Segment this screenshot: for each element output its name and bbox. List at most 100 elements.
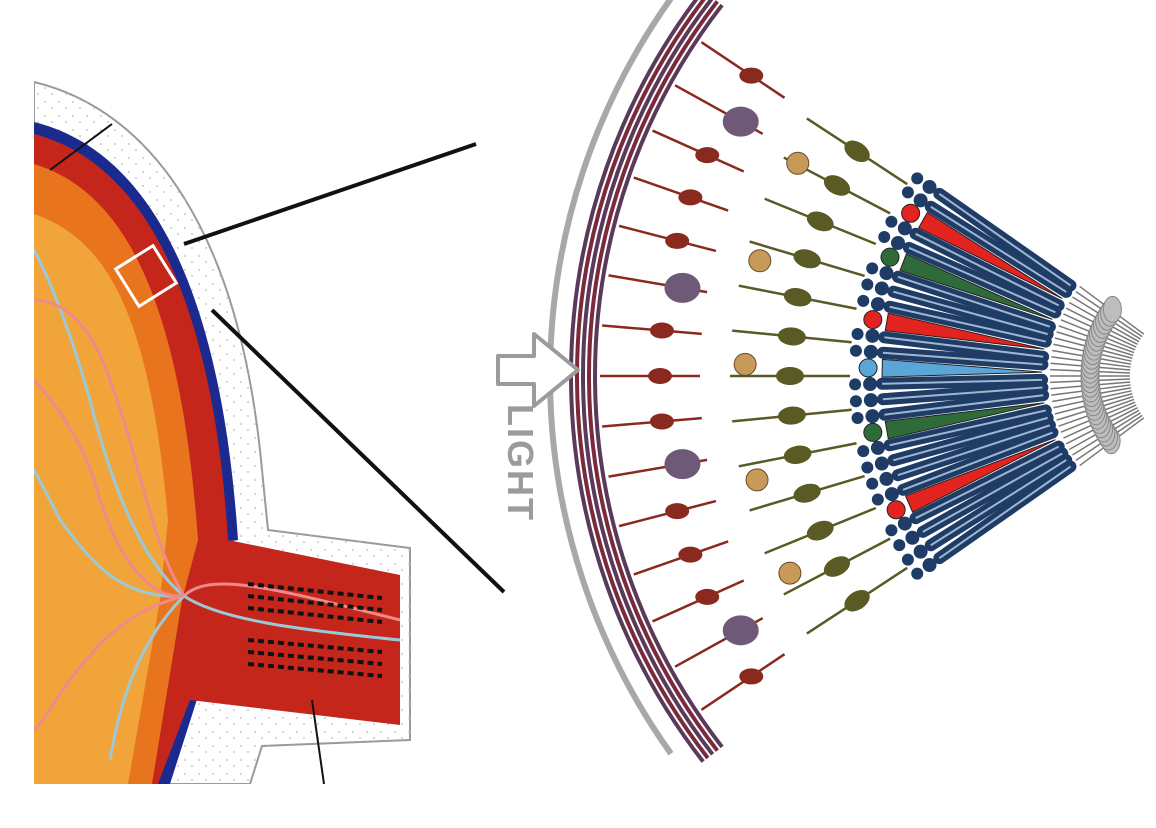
nerve-fiber-layer — [575, 0, 710, 760]
rod-highlight — [938, 465, 1072, 559]
rod-highlight — [915, 232, 1060, 307]
rod-nucleus — [865, 328, 880, 343]
retinal-vessels — [34, 249, 401, 761]
rod-nucleus — [905, 530, 920, 545]
light-arrow-icon — [496, 332, 580, 408]
bipolar-cell — [823, 556, 851, 577]
light-label: LIGHT — [500, 404, 541, 522]
rod-synapse — [849, 378, 862, 391]
bipolar-ganglion-cell — [665, 232, 690, 249]
rod-nucleus — [863, 393, 878, 408]
ganglion-cell — [664, 272, 701, 303]
rod-synapse — [861, 278, 874, 291]
amacrine-cell — [745, 468, 769, 492]
rod-highlight — [893, 290, 1048, 336]
rod-synapse — [893, 539, 906, 552]
rod-synapse — [851, 411, 864, 424]
light-direction-indicator: LIGHT — [496, 332, 580, 522]
rod-nucleus — [865, 409, 880, 424]
ganglion-cell — [664, 449, 701, 480]
rod-synapse — [885, 215, 898, 228]
rod-highlight — [897, 275, 1051, 328]
rod-nucleus — [897, 221, 912, 236]
zoom-connector-top — [183, 142, 477, 246]
rod-highlight — [902, 431, 1053, 491]
rod-nucleus — [863, 377, 878, 392]
rod-synapse — [866, 262, 879, 275]
rod-highlight — [930, 459, 1067, 547]
rod-nucleus — [879, 471, 894, 486]
rod-nucleus — [863, 344, 878, 359]
rod-highlight — [882, 378, 1043, 385]
rod-synapse — [849, 395, 862, 408]
rod-highlight — [889, 409, 1047, 447]
bipolar-cell — [777, 406, 806, 425]
amacrine-cell — [733, 352, 757, 376]
cone-cell — [884, 312, 1045, 350]
bipolar-ganglion-cell — [678, 189, 703, 206]
bipolar-ganglion-cell — [665, 503, 690, 520]
cone-nucleus — [880, 247, 900, 267]
cone-cell — [884, 402, 1045, 440]
rod-synapse — [911, 172, 924, 185]
rod-highlight — [884, 394, 1044, 416]
rod-synapse — [857, 445, 870, 458]
rod-highlight — [882, 351, 1043, 366]
rod-synapse — [878, 230, 891, 243]
bipolar-ganglion-cell — [739, 67, 764, 84]
bipolar-cell — [783, 445, 812, 465]
rod-nucleus — [874, 456, 889, 471]
cone-cell — [917, 211, 1063, 299]
rod-synapse — [871, 493, 884, 506]
rod-highlight — [889, 305, 1047, 343]
eye-cross-section — [34, 80, 411, 784]
cone-nucleus — [863, 310, 883, 330]
rod-highlight — [897, 424, 1051, 477]
rod-nucleus — [897, 516, 912, 531]
optic-nerve-fibers — [247, 582, 383, 678]
retina-detail-box — [113, 243, 179, 309]
bipolar-cell — [793, 483, 821, 503]
bipolar-ganglion-cell — [649, 322, 674, 339]
bipolar-cell — [777, 327, 806, 346]
amacrine-cell — [778, 561, 802, 585]
cone-nucleus — [901, 203, 921, 223]
bipolar-ganglion-cell — [695, 147, 720, 164]
rod-highlight — [922, 452, 1063, 533]
rod-highlight — [884, 336, 1044, 358]
bipolar-ganglion-cell — [649, 413, 674, 430]
rod-nucleus — [922, 179, 937, 194]
rod-nucleus — [879, 266, 894, 281]
rod-nucleus — [913, 193, 928, 208]
zoom-connector-bottom — [210, 308, 506, 594]
rod-synapse — [861, 461, 874, 474]
cone-cell — [881, 358, 1043, 378]
bipolar-cell — [844, 589, 870, 612]
rod-synapse — [851, 328, 864, 341]
cone-nucleus — [886, 500, 906, 520]
rod-highlight — [930, 205, 1067, 293]
rod-highlight — [893, 416, 1048, 462]
bipolar-ganglion-cell — [695, 588, 720, 605]
bipolar-ganglion-cell — [739, 668, 764, 685]
bipolar-ganglion-cell — [648, 368, 672, 384]
rod-highlight — [938, 193, 1072, 287]
rod-nucleus — [870, 297, 885, 312]
rod-highlight — [915, 445, 1060, 520]
bipolar-cell — [793, 249, 821, 269]
rod-nucleus — [913, 544, 928, 559]
cone-cell — [899, 253, 1053, 320]
amacrine-cell — [748, 249, 772, 273]
rod-synapse — [911, 567, 924, 580]
retina-cell-layers — [547, 0, 1145, 763]
rod-nucleus — [870, 440, 885, 455]
pointer-line — [49, 123, 113, 171]
bipolar-cell — [806, 520, 834, 541]
rod-synapse — [857, 294, 870, 307]
rod-synapse — [901, 553, 914, 566]
rod-highlight — [882, 386, 1043, 401]
rod-synapse — [849, 344, 862, 357]
rod-nucleus — [890, 236, 905, 251]
pointer-line — [311, 699, 325, 784]
